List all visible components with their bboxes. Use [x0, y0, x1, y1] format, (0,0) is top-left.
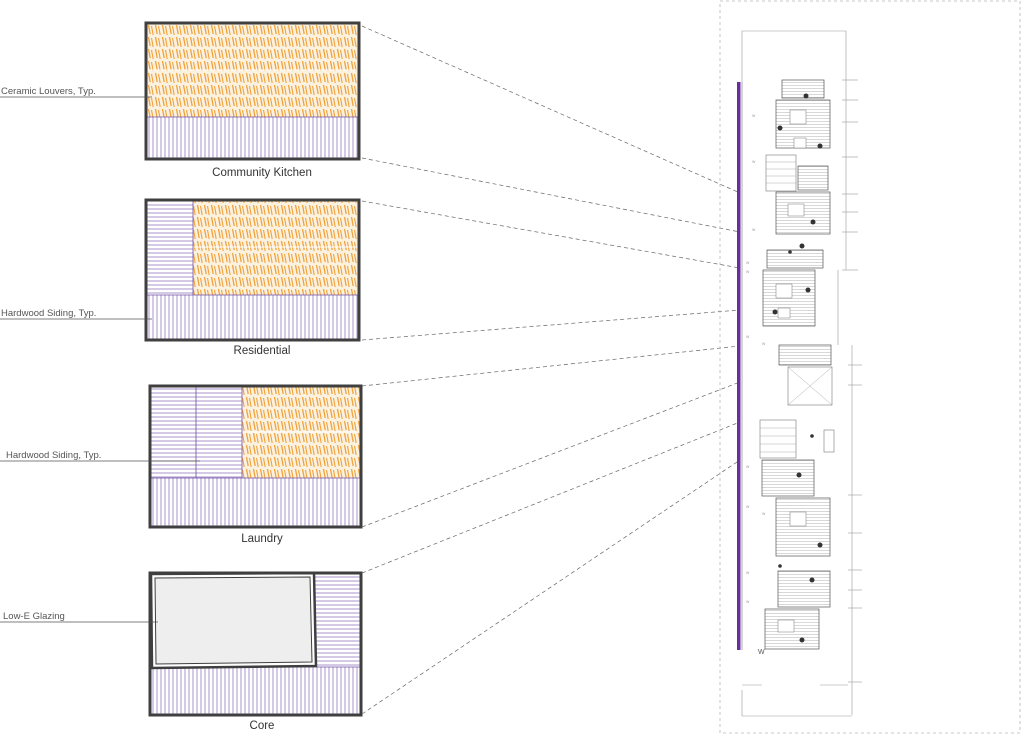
plan-label: W [746, 261, 750, 265]
elevation-frame [148, 571, 363, 717]
tree-icon [772, 309, 778, 315]
tree-icon [777, 125, 783, 131]
hardwood-siding-panel [150, 478, 361, 527]
plan-stair [787, 366, 833, 406]
connector-line [361, 157, 741, 233]
plan-label: W [752, 114, 756, 118]
tree-icon [817, 143, 823, 149]
hardwood-siding-panel [150, 667, 361, 715]
plan-label: W [752, 160, 756, 164]
plan-grid-ticks [742, 79, 862, 686]
hardwood-siding-panel [196, 386, 242, 478]
elevation-residential: Residential Hardwood Siding, Typ. [0, 198, 361, 357]
plan-label: W [746, 270, 750, 274]
tree-icon [809, 577, 815, 583]
elevation-frame [144, 21, 361, 161]
plan-unit [775, 165, 831, 235]
tree-icon [805, 287, 811, 293]
tree-icon [803, 93, 809, 99]
elevation-community-kitchen: Community Kitchen Ceramic Louvers, Typ. [0, 21, 361, 179]
elevation-frame [148, 384, 363, 529]
connector-line [361, 421, 741, 574]
connector-line [361, 309, 741, 341]
plan-unit [764, 570, 831, 650]
plan-label: W [758, 649, 765, 656]
elevation-core: Core Low-E Glazing [0, 571, 363, 732]
connector-line [361, 381, 741, 528]
elevation-frame [144, 198, 361, 342]
chair-icon [810, 434, 814, 438]
callout-label: Hardwood Siding, Typ. [1, 308, 96, 319]
plan-label: W [762, 342, 766, 346]
tree-icon [799, 243, 805, 249]
tree-icon [817, 542, 823, 548]
plan-label: W [746, 335, 750, 339]
plan-stair [765, 154, 797, 192]
callout-label: Ceramic Louvers, Typ. [1, 86, 96, 97]
elevation-title: Laundry [241, 533, 283, 545]
plan-label: W [746, 505, 750, 509]
hardwood-siding-panel [146, 200, 193, 295]
tree-icon [799, 637, 805, 643]
tree-icon [796, 472, 802, 478]
callout-label: Low-E Glazing [3, 611, 65, 622]
floor-plan: W W W W W W W W W W W W W [719, 0, 1021, 734]
connector-line [361, 459, 741, 715]
connector-line [361, 345, 741, 387]
plan-label: W [752, 228, 756, 232]
elevation-laundry: Laundry Hardwood Siding, Typ. [0, 384, 363, 545]
plan-label: W [762, 512, 766, 516]
facade-strip [737, 82, 741, 650]
tree-icon [810, 219, 816, 225]
plan-unit [762, 249, 824, 327]
connector-lines [361, 25, 741, 715]
plan-viewport-border [719, 0, 1021, 734]
plan-label: W [746, 571, 750, 575]
plan-unit [775, 79, 831, 149]
callout-label: Hardwood Siding, Typ. [6, 450, 101, 461]
hardwood-siding-panel [150, 386, 196, 478]
low-e-glazing-pane [154, 576, 313, 665]
plan-label: W [746, 465, 750, 469]
connector-line [361, 25, 741, 194]
hardwood-siding-panel [146, 117, 359, 159]
chair-icon [788, 250, 792, 254]
plan-outline [741, 30, 853, 717]
chair-icon [778, 564, 782, 568]
plan-label: W [746, 600, 750, 604]
elevation-title: Community Kitchen [212, 167, 312, 179]
elevation-title: Residential [234, 345, 291, 357]
plan-labels: W W W W W W W W W W W W W [746, 114, 766, 656]
elevation-title: Core [250, 720, 275, 732]
connector-line [361, 200, 741, 269]
hardwood-siding-panel [146, 295, 359, 340]
plan-unit [778, 344, 832, 366]
plan-furniture [772, 93, 823, 643]
plan-stair [759, 419, 797, 459]
plan-unit [761, 459, 831, 557]
plan-fixture [823, 429, 835, 453]
